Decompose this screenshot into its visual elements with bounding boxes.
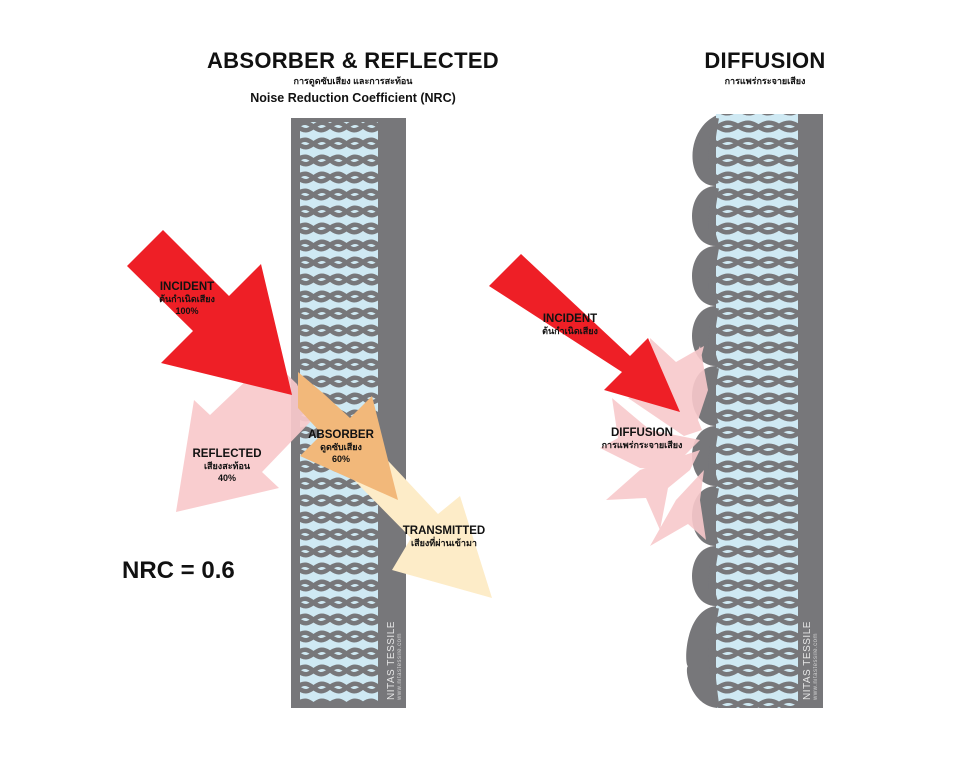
- absorber-arrow: [298, 372, 398, 500]
- left-header: ABSORBER & REFLECTED การดูดซับเสียง และก…: [190, 48, 516, 105]
- incident-title: INCIDENT: [159, 281, 215, 293]
- diffusion-incident-arrow: [489, 254, 680, 412]
- diffusion-incident-label: INCIDENT ต้นกำเนิดเสียง: [530, 312, 610, 338]
- reflected-arrow: [176, 358, 312, 512]
- diffusion-burst: [600, 338, 708, 546]
- left-subtitle: Noise Reduction Coefficient (NRC): [250, 91, 456, 105]
- right-brand: NITAS TESSILE www.nitastessile.com: [802, 621, 819, 700]
- incident-percent: 100%: [175, 305, 199, 316]
- absorber-title: ABSORBER: [308, 429, 374, 441]
- incident-arrow: [127, 230, 292, 395]
- transmitted-title: TRANSMITTED: [402, 525, 486, 537]
- right-title: DIFFUSION: [704, 48, 826, 73]
- absorber-thai: ดูดซับเสียง: [320, 442, 362, 453]
- left-subtitle-thai: การดูดซับเสียง และการสะท้อน: [293, 76, 413, 86]
- diffusion-incident-thai: ต้นกำเนิดเสียง: [542, 326, 598, 337]
- incident-thai: ต้นกำเนิดเสียง: [159, 294, 215, 305]
- left-brand-name: NITAS TESSILE: [386, 621, 397, 700]
- diffusion-thai: การแพร่กระจายเสียง: [601, 440, 683, 451]
- incident-label: INCIDENT ต้นกำเนิดเสียง 100%: [146, 280, 228, 317]
- right-brand-url: www.nitastessile.com: [813, 632, 819, 700]
- left-brand-url: www.nitastessile.com: [397, 632, 403, 700]
- left-title: ABSORBER & REFLECTED: [206, 48, 499, 73]
- diffusion-label: DIFFUSION การแพร่กระจายเสียง: [590, 426, 694, 452]
- reflected-label: REFLECTED เสียงสะท้อน 40%: [184, 447, 270, 484]
- nrc-value: NRC = 0.6: [122, 557, 235, 584]
- left-brand: NITAS TESSILE www.nitastessile.com: [386, 621, 403, 700]
- absorber-percent: 60%: [331, 453, 350, 464]
- absorber-label: ABSORBER ดูดซับเสียง 60%: [300, 428, 382, 465]
- transmitted-label: TRANSMITTED เสียงที่ผ่านเข้ามา: [392, 524, 496, 550]
- reflected-title: REFLECTED: [192, 448, 262, 460]
- reflected-thai: เสียงสะท้อน: [203, 461, 251, 472]
- right-brand-name: NITAS TESSILE: [802, 621, 813, 700]
- right-subtitle-thai: การแพร่กระจายเสียง: [724, 76, 806, 86]
- transmitted-thai: เสียงที่ผ่านเข้ามา: [411, 538, 477, 549]
- diffusion-incident-title: INCIDENT: [542, 313, 598, 325]
- right-header: DIFFUSION การแพร่กระจายเสียง: [680, 48, 850, 88]
- reflected-percent: 40%: [217, 472, 236, 483]
- right-diffusion-panel: [686, 114, 823, 708]
- diffusion-title: DIFFUSION: [611, 427, 673, 439]
